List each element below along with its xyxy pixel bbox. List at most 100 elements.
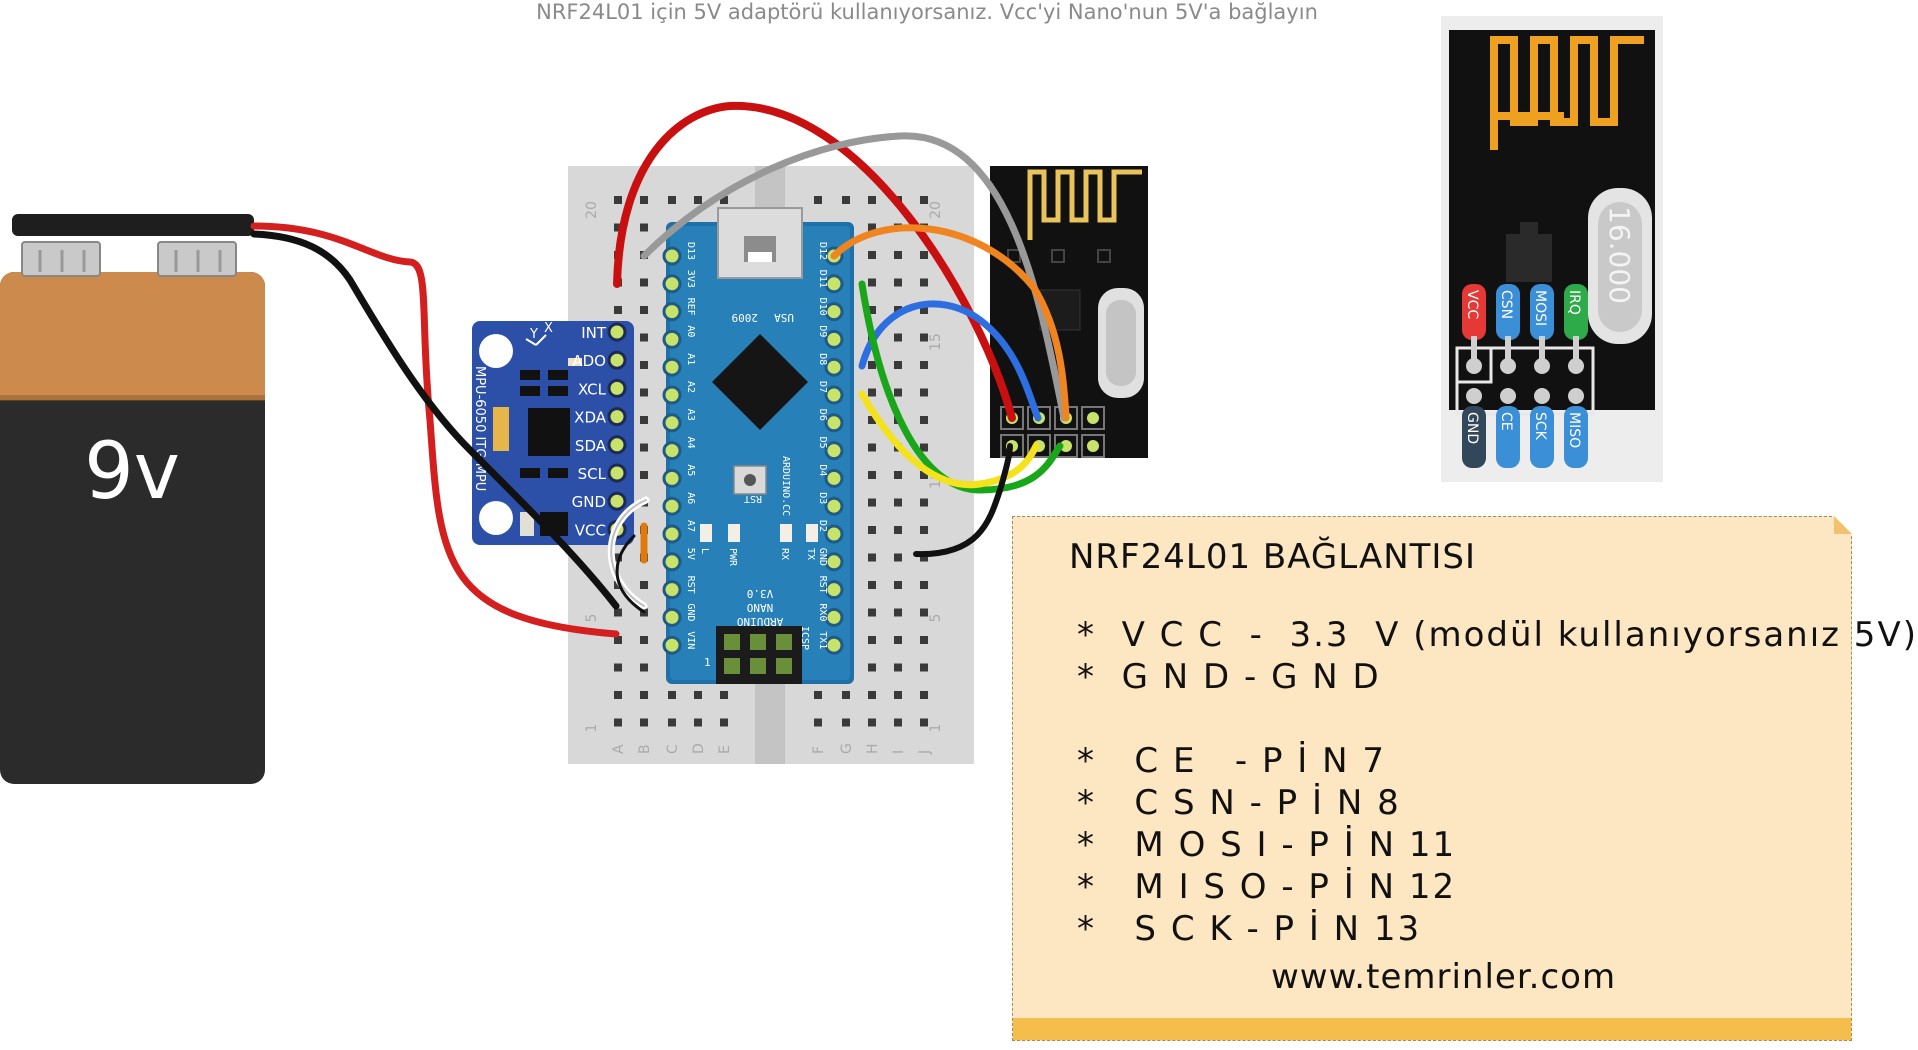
bb-hole (640, 443, 648, 452)
bb-column-label: A (611, 744, 627, 754)
nrf-top-pin-tag (1462, 284, 1486, 340)
bb-hole (920, 443, 928, 452)
bb-hole (894, 251, 902, 259)
bb-hole (868, 498, 876, 507)
nano-pin-label: A2 (685, 381, 696, 393)
bb-hole (868, 636, 876, 644)
nano-pin (824, 468, 844, 488)
bb-column-label: E (717, 745, 733, 754)
nano-pin-label: A7 (685, 520, 696, 532)
bb-hole (894, 581, 902, 589)
bb-hole (920, 278, 928, 287)
bb-hole (920, 526, 928, 534)
bb-hole (668, 718, 676, 727)
bb-hole (894, 388, 902, 397)
bb-hole (868, 306, 876, 314)
nano-pin (662, 441, 682, 461)
nano-pin (662, 580, 682, 600)
bb-hole (894, 553, 902, 562)
bb-row-number: 5 (928, 614, 944, 623)
bb-row-number: 1 (584, 724, 600, 733)
mpu-pin (607, 463, 627, 483)
nano-pin-label: VIN (685, 631, 696, 649)
nrf-antenna (1027, 169, 1142, 240)
mpu-pin (607, 322, 627, 342)
nrf-top-pin-label: VCC (1464, 290, 1480, 319)
nano-pin (824, 496, 844, 516)
nano-pin-label: D7 (817, 381, 828, 393)
bb-column-label: F (811, 746, 827, 754)
mpu-pin-label: XDA (574, 409, 607, 427)
bb-hole (640, 196, 648, 204)
bb-hole (920, 306, 928, 314)
nano-pin (662, 468, 682, 488)
bb-hole (920, 608, 928, 617)
connection-note: NRF24L01 BAĞLANTISI * V C C - 3.3 V (mod… (1012, 516, 1916, 1041)
nano-pin-one: 1 (704, 656, 711, 669)
nano-pin-label: D10 (817, 298, 828, 316)
nrf-top-pin-label: MOSI (1532, 290, 1548, 326)
bb-row-number: 20 (584, 201, 600, 219)
nrf-pin (1087, 440, 1099, 452)
note-line-csn: * C S N - P İ N 8 (1077, 783, 1401, 823)
note-line-gnd: * G N D - G N D (1077, 657, 1381, 697)
mpu-pin-label: XCL (578, 380, 607, 398)
bb-hole (920, 333, 928, 342)
bb-hole (894, 718, 902, 727)
icsp-pin (750, 634, 766, 650)
atmega-chip (712, 334, 808, 430)
nano-pin (824, 385, 844, 405)
bb-hole (920, 361, 928, 369)
nano-pin (824, 302, 844, 322)
bb-hole (868, 361, 876, 369)
bb-hole (814, 196, 822, 204)
bb-hole (640, 306, 648, 314)
nano-year: 2009 (732, 311, 759, 324)
note-line-mosi: * M O S I - P İ N 11 (1077, 825, 1457, 865)
bb-hole (894, 498, 902, 507)
nano-pin-label: A1 (685, 353, 696, 365)
nano-led-label: PWR (727, 548, 738, 567)
bb-hole (640, 223, 648, 232)
nano-led-label: TX (805, 548, 816, 560)
mpu6050-module: Y X MPU-6050 ITG/MPU INTADOXCLXDASDASCLG… (472, 321, 634, 545)
bb-hole (640, 636, 648, 644)
icsp-pin (750, 658, 766, 674)
bb-hole (868, 526, 876, 534)
mpu-pin (607, 407, 627, 427)
bb-hole (868, 223, 876, 232)
nrf-pin (1087, 412, 1099, 424)
mpu-axis-x: X (544, 321, 553, 336)
wires (250, 101, 1070, 638)
bb-hole (894, 361, 902, 369)
bb-hole (694, 691, 702, 699)
bb-hole (668, 691, 676, 699)
bb-hole (868, 416, 876, 424)
nrf-bottom-pin (1500, 388, 1516, 404)
nano-pin (824, 413, 844, 433)
mpu-pin-label: SCL (578, 465, 607, 483)
nano-pin-label: RST (685, 576, 696, 594)
mounting-hole-top (479, 334, 513, 368)
note-fold (1834, 516, 1852, 534)
bb-hole (868, 608, 876, 617)
bb-hole (920, 663, 928, 672)
bb-hole (894, 608, 902, 617)
nrf-antenna-large (1490, 36, 1644, 150)
bb-hole (868, 251, 876, 259)
bb-row-number: 15 (928, 333, 944, 351)
icsp-pin (724, 658, 740, 674)
bb-hole (842, 691, 850, 699)
nano-pin (662, 552, 682, 572)
bb-hole (894, 663, 902, 672)
bb-hole (614, 691, 622, 699)
nano-pin-label: A6 (685, 492, 696, 504)
wire-black-gnd (913, 443, 1013, 558)
bb-hole (640, 278, 648, 287)
bb-hole (694, 196, 702, 204)
nano-pin-label: 3V3 (685, 270, 696, 288)
bb-hole (640, 471, 648, 479)
nano-pin-label: D9 (817, 325, 828, 337)
